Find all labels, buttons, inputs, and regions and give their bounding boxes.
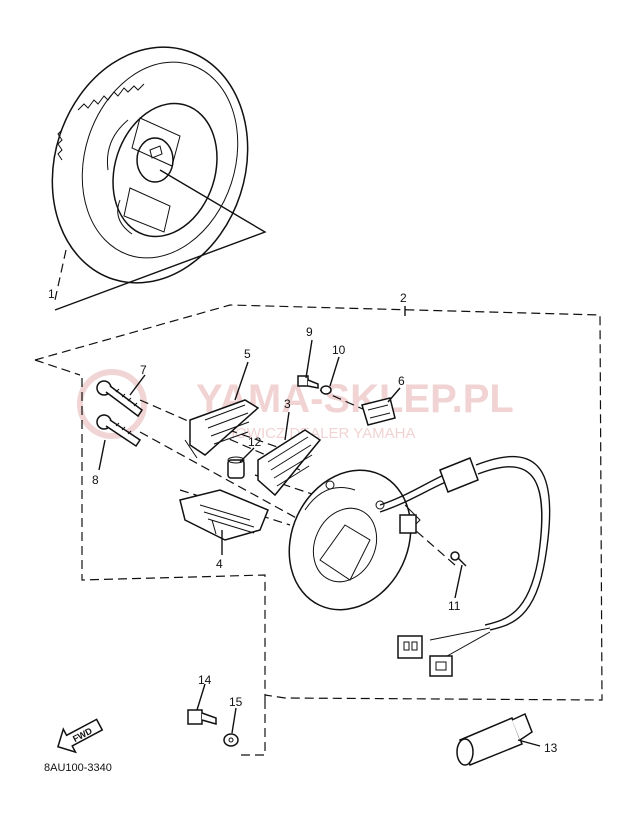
callout-3: 3	[284, 397, 291, 411]
rotor-leader	[54, 169, 267, 311]
rotor-assembly	[51, 46, 249, 284]
pulser-coil-4	[179, 489, 269, 541]
rotor-axis-dash	[54, 249, 67, 301]
spacer-12	[227, 456, 245, 479]
callout-14: 14	[198, 673, 212, 687]
callout-12: 12	[248, 435, 262, 449]
wire-harness	[379, 455, 551, 661]
callout-6: 6	[398, 374, 405, 388]
drawing-code: 8AU100-3340	[44, 762, 112, 774]
coil-3	[257, 429, 322, 497]
tool-13	[456, 712, 533, 766]
coil-5	[184, 399, 260, 459]
callout-11: 11	[448, 599, 461, 613]
callout-10: 10	[332, 343, 346, 357]
callout-9: 9	[306, 325, 313, 339]
callout-4: 4	[216, 557, 223, 571]
callout-2: 2	[400, 291, 407, 305]
washer-15	[223, 733, 239, 747]
callout-13: 13	[544, 741, 558, 755]
callout-1: 1	[48, 287, 55, 301]
washer-10	[320, 385, 332, 395]
callout-15: 15	[229, 695, 243, 709]
screw-7	[96, 380, 144, 418]
bolt-9	[297, 375, 319, 389]
screw-11	[450, 551, 467, 567]
callout-5: 5	[244, 347, 251, 361]
forward-arrow-icon: FWD	[56, 718, 104, 754]
callout-8: 8	[92, 473, 99, 487]
stator-assembly-boundary	[34, 304, 603, 701]
bolt-14	[187, 709, 217, 725]
callout-7: 7	[140, 363, 147, 377]
watermark: YAMA-SKLEP.PL JECHOWICZ DEALER YAMAHA	[77, 369, 514, 442]
screw-8	[96, 414, 142, 448]
connector-b	[429, 655, 453, 677]
connector-a	[397, 635, 423, 659]
clamp-6	[361, 397, 396, 426]
